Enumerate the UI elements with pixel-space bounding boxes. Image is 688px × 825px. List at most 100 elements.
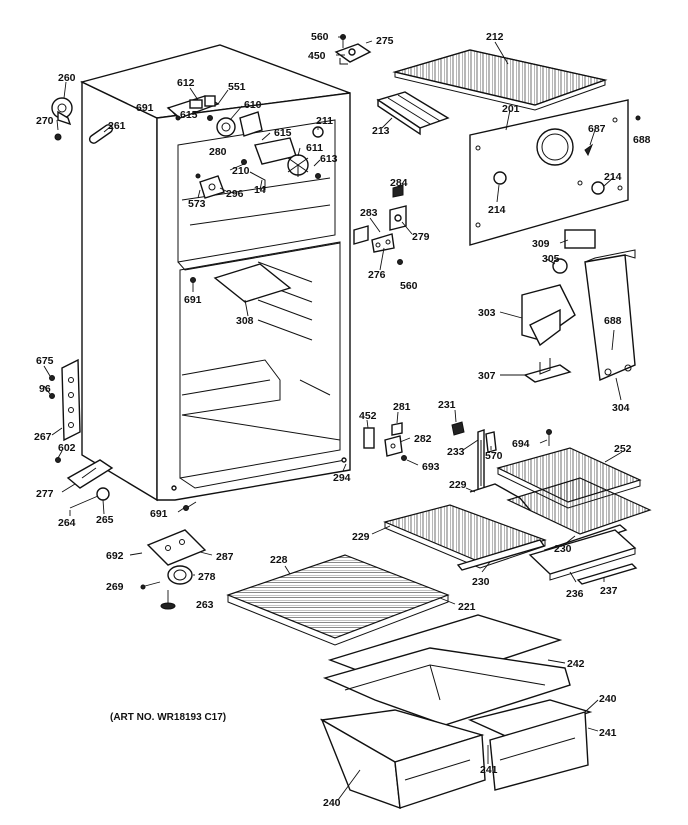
label-237: 237 xyxy=(600,585,618,597)
label-241: 241 xyxy=(480,764,498,776)
part-labels: 560 275 450 212 260 612 551 691 615 610 … xyxy=(34,31,651,809)
label-688: 688 xyxy=(604,315,622,327)
leader-lines xyxy=(43,36,623,801)
rail-233 xyxy=(477,429,485,493)
label-269: 269 xyxy=(106,581,124,593)
label-230: 230 xyxy=(554,543,572,555)
label-687: 687 xyxy=(588,123,606,135)
label-252: 252 xyxy=(614,443,632,455)
label-693: 693 xyxy=(422,461,440,473)
label-96: 96 xyxy=(39,383,51,395)
screw-691 xyxy=(183,277,197,511)
label-260: 260 xyxy=(58,72,76,84)
label-241: 241 xyxy=(599,727,617,739)
shelf-divider-308 xyxy=(213,263,292,303)
label-240: 240 xyxy=(599,693,617,705)
bottom-hinge-277 xyxy=(66,459,114,489)
label-573: 573 xyxy=(188,198,206,210)
label-265: 265 xyxy=(96,514,114,526)
label-613: 613 xyxy=(320,153,338,165)
label-694: 694 xyxy=(512,438,530,450)
label-267: 267 xyxy=(34,431,52,443)
screw-688 xyxy=(635,115,641,121)
ice-tray-213 xyxy=(376,91,450,136)
evaporator-cover-201 xyxy=(469,99,629,246)
crisper-drawer-241 xyxy=(467,699,593,791)
label-570: 570 xyxy=(485,450,503,462)
label-281: 281 xyxy=(393,401,411,413)
label-296: 296 xyxy=(226,188,244,200)
shelf-support-283 xyxy=(353,184,407,265)
shelf-229 xyxy=(383,504,547,569)
label-308: 308 xyxy=(236,315,254,327)
label-214: 214 xyxy=(604,171,622,183)
label-210: 210 xyxy=(232,165,250,177)
label-287: 287 xyxy=(216,551,234,563)
label-688: 688 xyxy=(633,134,651,146)
part-231 xyxy=(451,421,465,436)
roller-278 xyxy=(140,565,193,590)
evaporator-fan-assembly xyxy=(241,126,324,190)
label-236: 236 xyxy=(566,588,584,600)
freezer-shelf-212 xyxy=(392,49,608,111)
label-233: 233 xyxy=(447,446,465,458)
crisper-drawer-240 xyxy=(319,709,486,810)
label-610: 610 xyxy=(244,99,262,111)
label-201: 201 xyxy=(502,103,520,115)
label-450: 450 xyxy=(308,50,326,62)
label-602: 602 xyxy=(58,442,76,454)
label-615: 615 xyxy=(274,127,292,139)
label-691: 691 xyxy=(136,102,154,114)
label-270: 270 xyxy=(36,115,54,127)
part-296 xyxy=(195,173,225,199)
label-221: 221 xyxy=(458,601,476,613)
label-229: 229 xyxy=(449,479,467,491)
label-303: 303 xyxy=(478,307,496,319)
leveling-foot-263 xyxy=(160,590,176,610)
crisper-cover-242 xyxy=(322,614,571,726)
damper-knob-260 xyxy=(51,97,73,141)
label-551: 551 xyxy=(228,81,246,93)
art-number: (ART NO. WR18193 C17) xyxy=(110,712,226,723)
label-231: 231 xyxy=(438,399,456,411)
label-277: 277 xyxy=(36,488,54,500)
shelf-228 xyxy=(226,554,450,646)
label-14: 14 xyxy=(254,184,266,196)
cabinet xyxy=(79,44,351,502)
screw-602 xyxy=(55,457,61,463)
label-242: 242 xyxy=(567,658,585,670)
label-294: 294 xyxy=(333,472,351,484)
part-305 xyxy=(552,258,568,274)
label-284: 284 xyxy=(390,177,408,189)
screw-693 xyxy=(401,455,407,461)
label-615: 615 xyxy=(180,109,198,121)
bracket-275 xyxy=(334,34,372,65)
label-612: 612 xyxy=(177,77,195,89)
leveling-leg-265 xyxy=(69,487,110,509)
screw-694 xyxy=(546,429,552,446)
label-212: 212 xyxy=(486,31,504,43)
rail-237 xyxy=(576,563,638,585)
label-304: 304 xyxy=(612,402,630,414)
label-275: 275 xyxy=(376,35,394,47)
label-276: 276 xyxy=(368,269,386,281)
label-560: 560 xyxy=(311,31,329,43)
label-278: 278 xyxy=(198,571,216,583)
knob-214 xyxy=(493,171,507,185)
label-282: 282 xyxy=(414,433,432,445)
knob-214 xyxy=(591,181,605,195)
duct-housing-304 xyxy=(584,249,636,382)
label-228: 228 xyxy=(270,554,288,566)
label-261: 261 xyxy=(108,120,126,132)
part-570 xyxy=(485,431,497,453)
screw-96 xyxy=(49,393,55,399)
label-309: 309 xyxy=(532,238,550,250)
label-691: 691 xyxy=(184,294,202,306)
label-560: 560 xyxy=(400,280,418,292)
hinge-bracket-267 xyxy=(61,358,81,442)
screw-675 xyxy=(49,375,55,381)
label-214: 214 xyxy=(488,204,506,216)
label-279: 279 xyxy=(412,231,430,243)
label-264: 264 xyxy=(58,517,76,529)
